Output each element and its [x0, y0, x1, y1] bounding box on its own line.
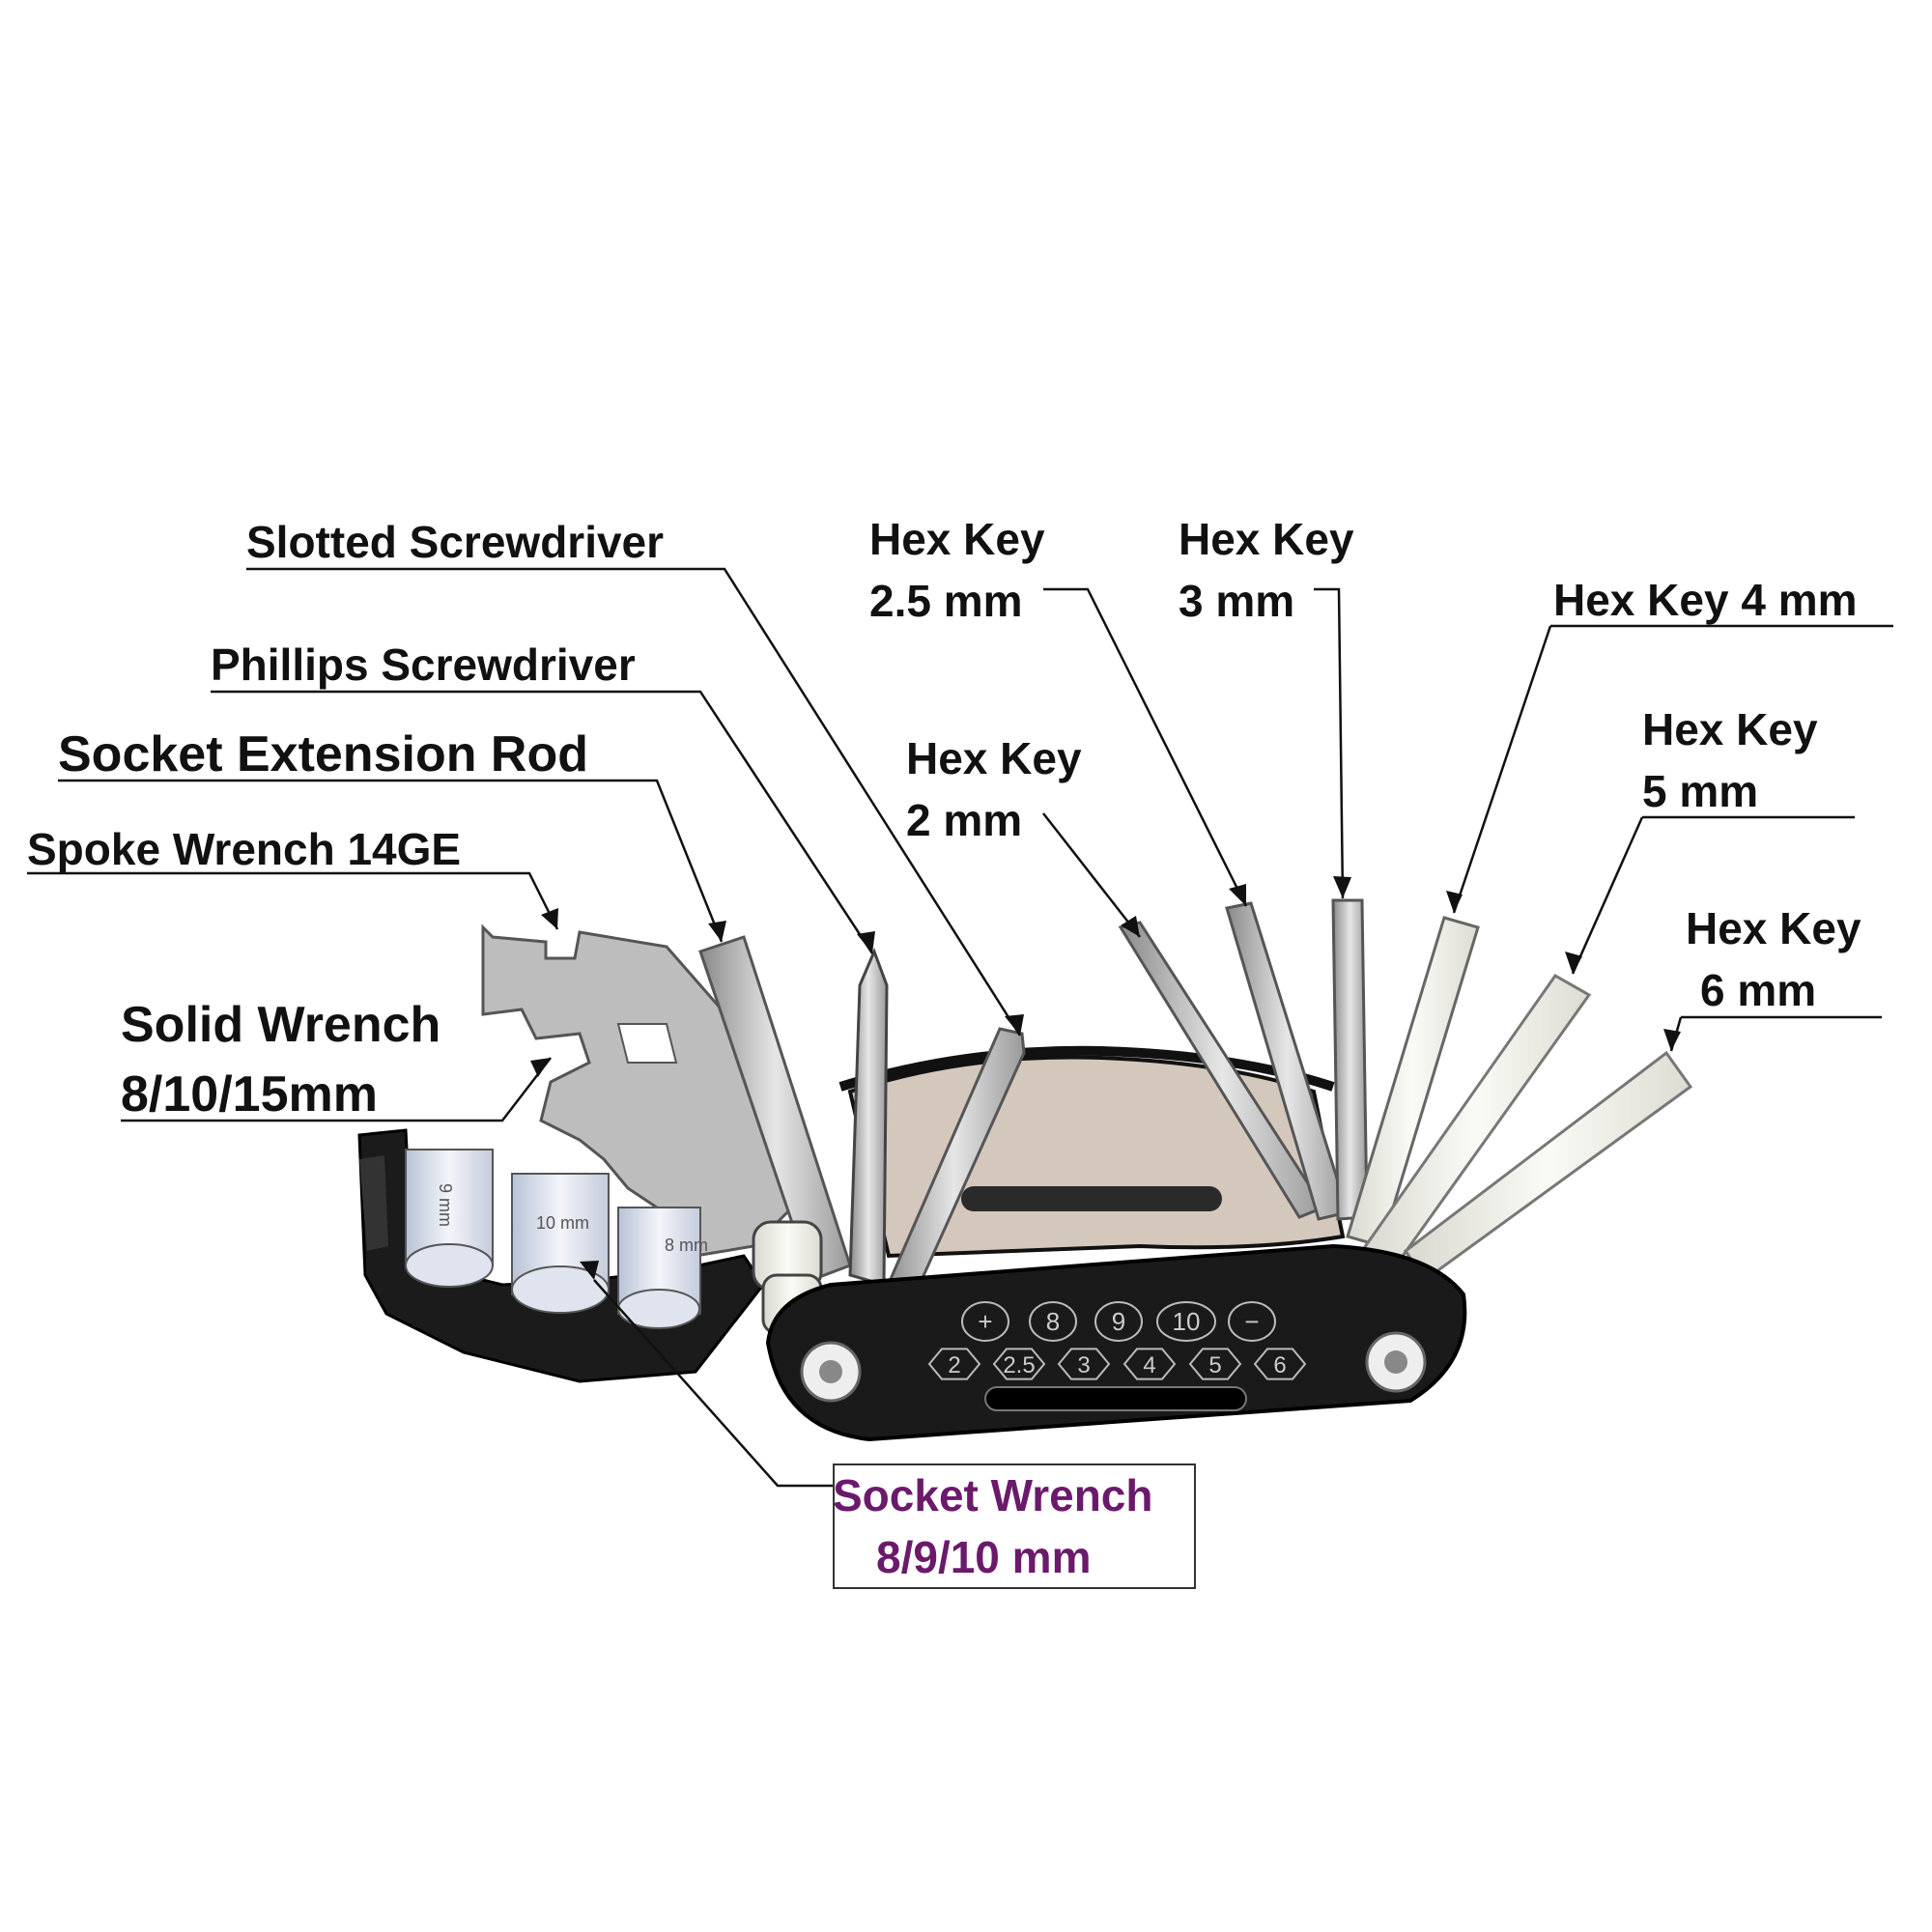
- label-hex-key-4: Hex Key 4 mm: [1553, 575, 1858, 625]
- socket-label-box: [833, 1463, 1196, 1589]
- body-top-marking-ring: [961, 1301, 1009, 1342]
- body-markings: +8 9 10 − 2 2.5 3 4 5 6: [927, 1301, 1307, 1380]
- hex2-line2: 2 mm: [906, 795, 1023, 845]
- hex5-line2: 5 mm: [1642, 766, 1759, 816]
- body-bottom-marking: 3: [1077, 1352, 1090, 1378]
- hex5-line1: Hex Key: [1642, 704, 1818, 754]
- body-top-marking-ring: [1228, 1301, 1276, 1342]
- socket-8mm: 8 mm: [617, 1207, 708, 1329]
- label-socket-extension-rod: Socket Extension Rod: [58, 726, 588, 782]
- svg-text:10 mm: 10 mm: [536, 1213, 589, 1233]
- label-hex-key-6: Hex Key 6 mm: [1686, 906, 1861, 1012]
- body-top-marking-ring: [1094, 1301, 1143, 1342]
- hex25-line1: Hex Key: [869, 514, 1045, 564]
- body-bottom-marking-hex: [1188, 1348, 1242, 1380]
- label-hex-key-2: Hex Key 2 mm: [906, 736, 1082, 842]
- body-bottom-marking-hex: [1122, 1348, 1177, 1380]
- label-spoke-wrench: Spoke Wrench 14GE: [27, 824, 462, 874]
- body-top-marking-ring: [1029, 1301, 1077, 1342]
- main-body: [765, 1243, 1467, 1442]
- hex25-line2: 2.5 mm: [869, 576, 1023, 626]
- body-top-marking: −: [1244, 1307, 1259, 1336]
- body-bottom-marking: 4: [1143, 1352, 1155, 1378]
- label-hex-key-5: Hex Key 5 mm: [1642, 707, 1818, 813]
- hex3-line1: Hex Key: [1179, 514, 1354, 564]
- solid-wrench-line2: 8/10/15mm: [121, 1066, 378, 1122]
- body-top-marking: 8: [1046, 1307, 1060, 1336]
- hex3-line2: 3 mm: [1179, 576, 1295, 626]
- hex-keys: [1118, 898, 1693, 1283]
- socket-wrench-line1: Socket Wrench: [833, 1470, 1153, 1520]
- svg-text:8 mm: 8 mm: [665, 1236, 708, 1255]
- body-bottom-marking-hex: [927, 1348, 981, 1380]
- svg-text:9 mm: 9 mm: [436, 1183, 455, 1227]
- socket-wrench-line2: 8/9/10 mm: [876, 1532, 1092, 1582]
- body-bottom-marking: 6: [1273, 1352, 1286, 1378]
- body-top-marking: 9: [1112, 1307, 1125, 1336]
- solid-wrench-shape: [481, 923, 794, 1258]
- solid-wrench-line1: Solid Wrench: [121, 997, 441, 1053]
- hex6-line1: Hex Key: [1686, 903, 1861, 953]
- body-top-marking: +: [978, 1307, 992, 1336]
- body-bottom-marking: 5: [1208, 1352, 1221, 1378]
- label-phillips-screwdriver: Phillips Screwdriver: [211, 639, 636, 690]
- label-slotted-screwdriver: Slotted Screwdriver: [246, 517, 665, 567]
- body-bottom-marking-hex: [1057, 1348, 1111, 1380]
- body-bottom-marking: 2: [948, 1352, 960, 1378]
- body-bottom-marking-hex: [992, 1348, 1046, 1380]
- hex2-line1: Hex Key: [906, 733, 1082, 783]
- socket-9mm: 9 mm: [405, 1149, 494, 1288]
- hex6-line2: 6 mm: [1700, 965, 1817, 1015]
- body-top-marking: 10: [1173, 1307, 1201, 1336]
- label-hex-key-2-5: Hex Key 2.5 mm: [869, 517, 1045, 623]
- body-top-marking-ring: [1156, 1301, 1216, 1342]
- body-bottom-marking: 2.5: [1003, 1352, 1035, 1378]
- label-socket-wrench: Socket Wrench 8/9/10 mm: [833, 1473, 1152, 1579]
- label-solid-wrench: Solid Wrench 8/10/15mm: [121, 1000, 440, 1120]
- label-hex-key-3: Hex Key 3 mm: [1179, 517, 1354, 623]
- body-bottom-marking-hex: [1253, 1348, 1307, 1380]
